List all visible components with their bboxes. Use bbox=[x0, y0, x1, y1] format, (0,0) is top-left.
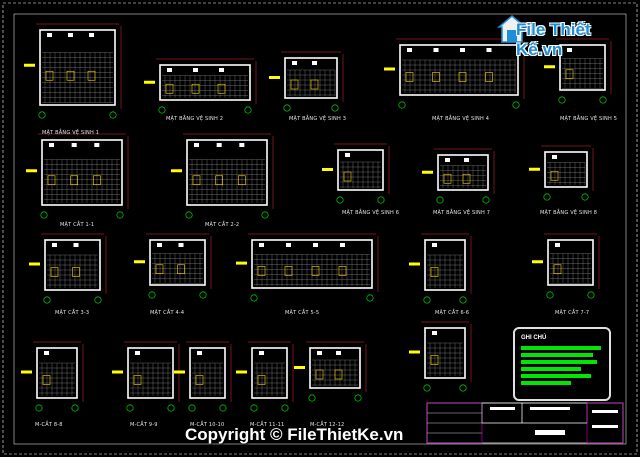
section-8-8 bbox=[21, 341, 84, 412]
plan-detail-2 bbox=[144, 58, 257, 114]
section-7-7 bbox=[532, 233, 600, 299]
sheet-label: MẶT CẮT 1-1 bbox=[60, 222, 95, 228]
plan-detail-3 bbox=[269, 51, 344, 112]
sheet-label: MẶT BẰNG VỆ SINH 6 bbox=[342, 210, 400, 216]
drawing-group bbox=[21, 23, 612, 412]
legend-line bbox=[521, 381, 571, 385]
legend-title: GHI CHÚ bbox=[521, 335, 547, 341]
plan-detail-8 bbox=[529, 145, 594, 201]
sheet-label: M-CẮT 11-11 bbox=[250, 422, 285, 428]
sheet-label: MẶT BẰNG VỆ SINH 1 bbox=[42, 130, 100, 136]
watermark-logo: File Thiết Kế.vn bbox=[497, 8, 637, 59]
watermark-copyright: Copyright © FileThietKe.vn bbox=[185, 425, 404, 444]
sheet-inner-border bbox=[13, 13, 627, 445]
sheet-label: M-CẮT 10-10 bbox=[190, 422, 225, 428]
legend-line bbox=[521, 346, 601, 350]
sheet-label: MẶT BẰNG VỆ SINH 2 bbox=[166, 116, 224, 122]
section-12-12 bbox=[294, 341, 367, 402]
section-1-1 bbox=[26, 133, 129, 219]
watermark-logo-text: File Thiết Kế.vn bbox=[516, 20, 591, 59]
sheet-label: MẶT CẮT 3-3 bbox=[55, 310, 90, 316]
plan-detail-5 bbox=[544, 38, 612, 104]
legend-line bbox=[521, 367, 581, 371]
plan-detail-4 bbox=[384, 38, 525, 109]
plan-detail-7 bbox=[422, 148, 495, 204]
section-3-3 bbox=[29, 233, 107, 304]
section-6-6 bbox=[409, 233, 472, 304]
title-block bbox=[426, 402, 624, 444]
sheet-label: MẶT CẮT 2-2 bbox=[205, 222, 240, 228]
sheet-label: M-CẮT 9-9 bbox=[130, 422, 158, 428]
sheet-label: MẶT BẰNG VỆ SINH 8 bbox=[540, 210, 598, 216]
sheet-label: MẶT CẮT 4-4 bbox=[150, 310, 185, 316]
legend-line bbox=[521, 360, 597, 364]
legend-line bbox=[521, 353, 593, 357]
sheet-label: MẶT BẰNG VỆ SINH 4 bbox=[432, 116, 490, 122]
section-9-9 bbox=[112, 341, 180, 412]
section-13-13 bbox=[409, 321, 472, 392]
legend-line bbox=[521, 374, 591, 378]
section-10-10 bbox=[174, 341, 232, 412]
section-5-5 bbox=[236, 233, 379, 302]
sheet-label: MẶT CẮT 6-6 bbox=[435, 310, 470, 316]
plan-detail-6 bbox=[322, 143, 390, 204]
sheet-label: MẶT CẮT 7-7 bbox=[555, 310, 590, 316]
section-11-11 bbox=[236, 341, 294, 412]
sheet-label: M-CẮT 8-8 bbox=[35, 422, 63, 428]
sheet-label: MẶT BẰNG VỆ SINH 3 bbox=[289, 116, 347, 122]
section-4-4 bbox=[134, 233, 212, 299]
plan-detail-1 bbox=[24, 23, 122, 119]
sheet-label: MẶT CẮT 5-5 bbox=[285, 310, 320, 316]
sheet-label: MẶT BẰNG VỆ SINH 5 bbox=[560, 116, 618, 122]
legend-panel: GHI CHÚ bbox=[513, 327, 611, 401]
sheet-label: M-CẮT 12-12 bbox=[310, 422, 345, 428]
section-2-2 bbox=[171, 133, 274, 219]
sheet-label: MẶT BẰNG VỆ SINH 7 bbox=[433, 210, 491, 216]
house-logo-icon bbox=[497, 15, 527, 43]
